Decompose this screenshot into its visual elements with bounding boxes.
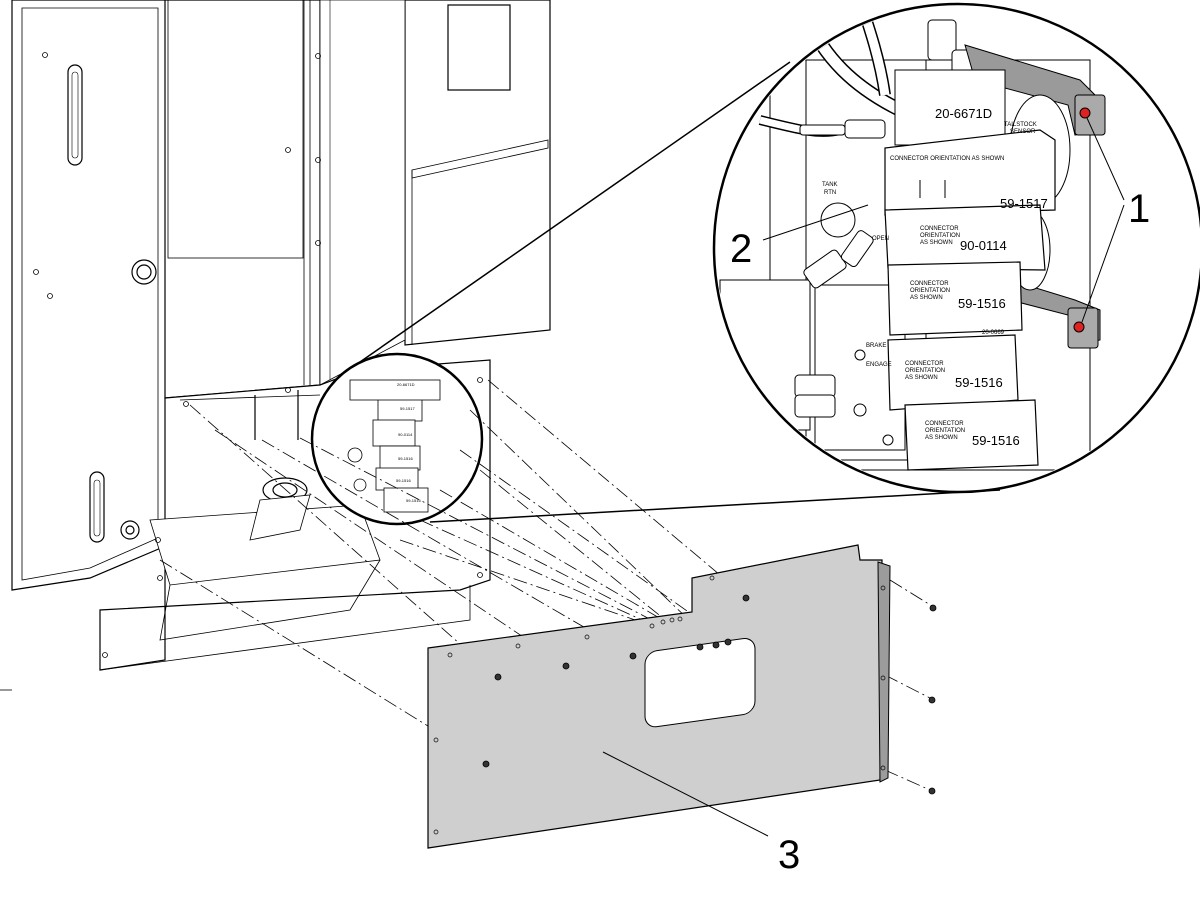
callout-2-group — [762, 204, 869, 241]
small-solenoid-label-4: 59-1516 — [396, 478, 411, 483]
detail-source-circle: 20-6671D 59-1517 90-0114 59-1516 59-1516… — [310, 352, 484, 526]
connector-note-5: CONNECTOR ORIENTATION AS SHOWN — [925, 421, 965, 441]
solenoid-part-number-5: 59-1516 — [972, 433, 1020, 448]
callout-1: 1 — [1128, 187, 1150, 231]
solenoid-part-number-4: 59-1516 — [955, 375, 1003, 390]
svg-text:AS SHOWN: AS SHOWN — [910, 295, 943, 301]
connector-note-top: CONNECTOR ORIENTATION AS SHOWN — [890, 156, 1004, 162]
callout-1-group — [1081, 117, 1125, 323]
svg-text:AS SHOWN: AS SHOWN — [920, 240, 953, 246]
small-solenoid-label-1: 59-1517 — [400, 406, 415, 411]
solenoid-part-number-1: 59-1517 — [1000, 196, 1048, 211]
panel-screws — [482, 594, 937, 795]
callout-3: 3 — [778, 833, 800, 877]
small-solenoid-label-5: 59-1516 — [406, 498, 421, 503]
tailstock-label: TAILSTOCK — [1004, 122, 1037, 128]
callout-3-group — [602, 751, 769, 837]
svg-text:ORIENTATION: ORIENTATION — [925, 428, 965, 434]
tank-port-label: TANK — [822, 182, 838, 188]
svg-text:AS SHOWN: AS SHOWN — [905, 375, 938, 381]
svg-text:AS SHOWN: AS SHOWN — [925, 435, 958, 441]
connector-note-3: CONNECTOR ORIENTATION AS SHOWN — [910, 281, 950, 301]
sensor-label: SENSOR — [1010, 129, 1036, 135]
detail-enlarged-circle: 20-6671D 59-1517 90-0114 59-1516 59-1516… — [712, 2, 1200, 494]
partial-plate-number: 20-0669 — [982, 330, 1005, 336]
svg-text:ORIENTATION: ORIENTATION — [905, 368, 945, 374]
cover-panel — [427, 544, 891, 849]
small-solenoid-label-2: 90-0114 — [398, 432, 413, 437]
small-manifold-label: 20-6671D — [397, 382, 415, 387]
machine-cabinet — [0, 0, 551, 691]
svg-text:CONNECTOR: CONNECTOR — [925, 421, 964, 427]
tank-port-label-2: RTN — [824, 190, 836, 196]
solenoid-part-number-3: 59-1516 — [958, 296, 1006, 311]
callout-2: 2 — [730, 227, 752, 271]
brake-label: BRAKE — [866, 343, 886, 349]
svg-text:CONNECTOR: CONNECTOR — [905, 361, 944, 367]
svg-text:CONNECTOR: CONNECTOR — [910, 281, 949, 287]
solenoid-part-number-2: 90-0114 — [960, 238, 1007, 253]
svg-text:ORIENTATION: ORIENTATION — [910, 288, 950, 294]
svg-text:CONNECTOR: CONNECTOR — [920, 226, 959, 232]
connector-note-2: CONNECTOR ORIENTATION AS SHOWN — [920, 226, 960, 246]
detail-leader-lines — [359, 61, 1001, 523]
svg-text:ORIENTATION: ORIENTATION — [920, 233, 960, 239]
connector-note-4: CONNECTOR ORIENTATION AS SHOWN — [905, 361, 945, 381]
open-label: OPEN — [872, 236, 889, 242]
small-solenoid-label-3: 59-1516 — [398, 456, 413, 461]
manifold-part-number: 20-6671D — [935, 106, 992, 121]
engage-label: ENGAGE — [866, 362, 892, 368]
